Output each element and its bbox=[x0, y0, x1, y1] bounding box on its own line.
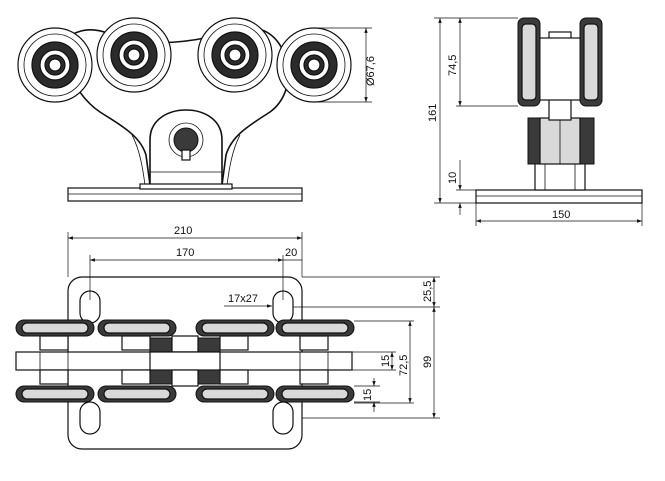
wheel-diameter-label: Ø67,6 bbox=[365, 56, 377, 86]
axle-width-lower-label: 15 bbox=[362, 389, 374, 401]
front-view-wheel bbox=[96, 17, 172, 93]
front-view-wheel bbox=[197, 17, 273, 93]
plate-thickness-label: 10 bbox=[447, 172, 459, 184]
slot-size-label: 17x27 bbox=[228, 293, 258, 305]
front-view: Ø67,6 bbox=[17, 17, 377, 202]
front-view-wheel bbox=[276, 27, 352, 103]
hole-offset-label: 25,5 bbox=[422, 281, 434, 302]
wheel-spacing-label: 72,5 bbox=[398, 355, 410, 376]
total-height-label: 161 bbox=[427, 104, 439, 122]
wheel-height-label: 74,5 bbox=[447, 55, 459, 76]
hole-spacing-label: 170 bbox=[176, 247, 194, 259]
plate-length-label: 210 bbox=[174, 225, 192, 237]
top-view: 210 170 20 17x27 25,5 99 72,5 15 bbox=[15, 225, 440, 450]
axle-width-upper-label: 15 bbox=[380, 355, 392, 367]
top-view-slot bbox=[79, 401, 101, 435]
top-view-slot bbox=[272, 401, 294, 435]
plate-width-label: 150 bbox=[552, 209, 570, 221]
side-view-base-plate bbox=[475, 189, 643, 204]
front-view-bolt bbox=[173, 127, 199, 153]
front-view-base-plate bbox=[67, 187, 303, 202]
hole-edge-label: 20 bbox=[285, 247, 297, 259]
side-view: 74,5 161 10 150 bbox=[427, 17, 643, 226]
overall-width-label: 99 bbox=[422, 356, 434, 368]
front-view-wheel bbox=[17, 27, 93, 103]
